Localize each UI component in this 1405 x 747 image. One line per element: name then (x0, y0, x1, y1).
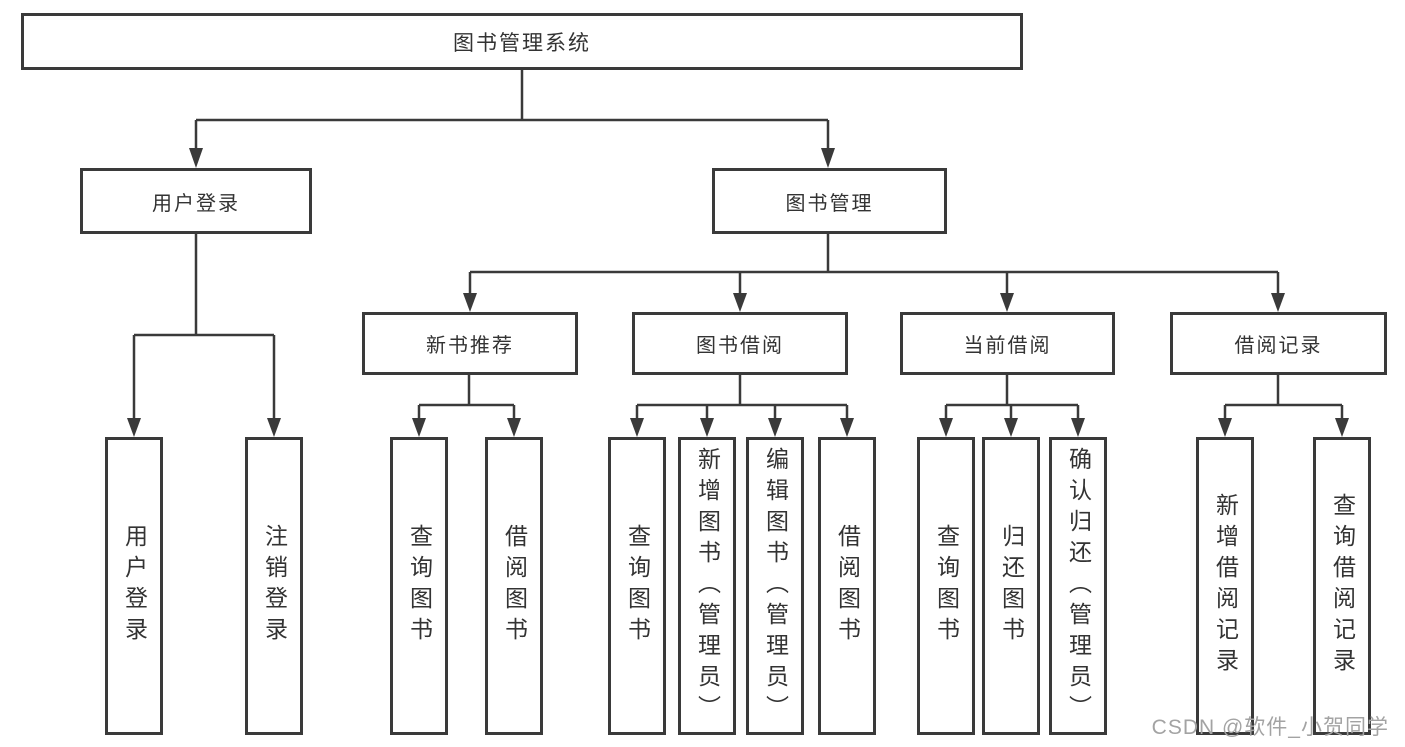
arrowhead-icon (630, 418, 644, 437)
leaf-add-borrow-record: 新增借阅记录 (1196, 437, 1254, 735)
leaf-user-login: 用户登录 (105, 437, 163, 735)
connector-line (635, 375, 849, 420)
arrowhead-icon (1335, 418, 1349, 437)
arrowhead-icon (507, 418, 521, 437)
watermark: CSDN @软件_小贺同学 (1151, 716, 1389, 739)
arrowhead-icon (840, 418, 854, 437)
node-book-management: 图书管理 (712, 168, 947, 234)
arrowhead-icon (127, 418, 141, 437)
arrowhead-icon (1004, 418, 1018, 437)
node-new-book-recommendation: 新书推荐 (362, 312, 578, 375)
leaf-borrow-books: 借阅图书 (485, 437, 543, 735)
node-borrowing-records: 借阅记录 (1170, 312, 1387, 375)
arrowhead-icon (1071, 418, 1085, 437)
arrowhead-icon (1000, 293, 1014, 312)
arrowhead-icon (733, 293, 747, 312)
leaf-query-books: 查询图书 (917, 437, 975, 735)
node-root: 图书管理系统 (21, 13, 1023, 70)
arrowhead-icon (768, 418, 782, 437)
arrowhead-icon (267, 418, 281, 437)
connector-line (944, 375, 1080, 420)
arrowhead-icon (1271, 293, 1285, 312)
leaf-confirm-return-admin: 确认归还（管理员） (1049, 437, 1107, 735)
connector-line (1223, 375, 1344, 420)
arrowhead-icon (463, 293, 477, 312)
leaf-query-books: 查询图书 (390, 437, 448, 735)
connector-line (194, 70, 830, 150)
arrowhead-icon (412, 418, 426, 437)
arrowhead-icon (700, 418, 714, 437)
node-current-borrowing: 当前借阅 (900, 312, 1115, 375)
leaf-return-books: 归还图书 (982, 437, 1040, 735)
node-user-login: 用户登录 (80, 168, 312, 234)
leaf-borrow-books: 借阅图书 (818, 437, 876, 735)
node-book-borrowing: 图书借阅 (632, 312, 848, 375)
leaf-edit-books-admin: 编辑图书（管理员） (746, 437, 804, 735)
arrowhead-icon (189, 148, 203, 168)
leaf-add-books-admin: 新增图书（管理员） (678, 437, 736, 735)
leaf-query-books: 查询图书 (608, 437, 666, 735)
leaf-logout: 注销登录 (245, 437, 303, 735)
connector-line (468, 234, 1280, 295)
connector-line (132, 234, 276, 420)
arrowhead-icon (1218, 418, 1232, 437)
arrowhead-icon (939, 418, 953, 437)
connector-line (417, 375, 516, 420)
leaf-query-borrow-record: 查询借阅记录 (1313, 437, 1371, 735)
arrowhead-icon (821, 148, 835, 168)
